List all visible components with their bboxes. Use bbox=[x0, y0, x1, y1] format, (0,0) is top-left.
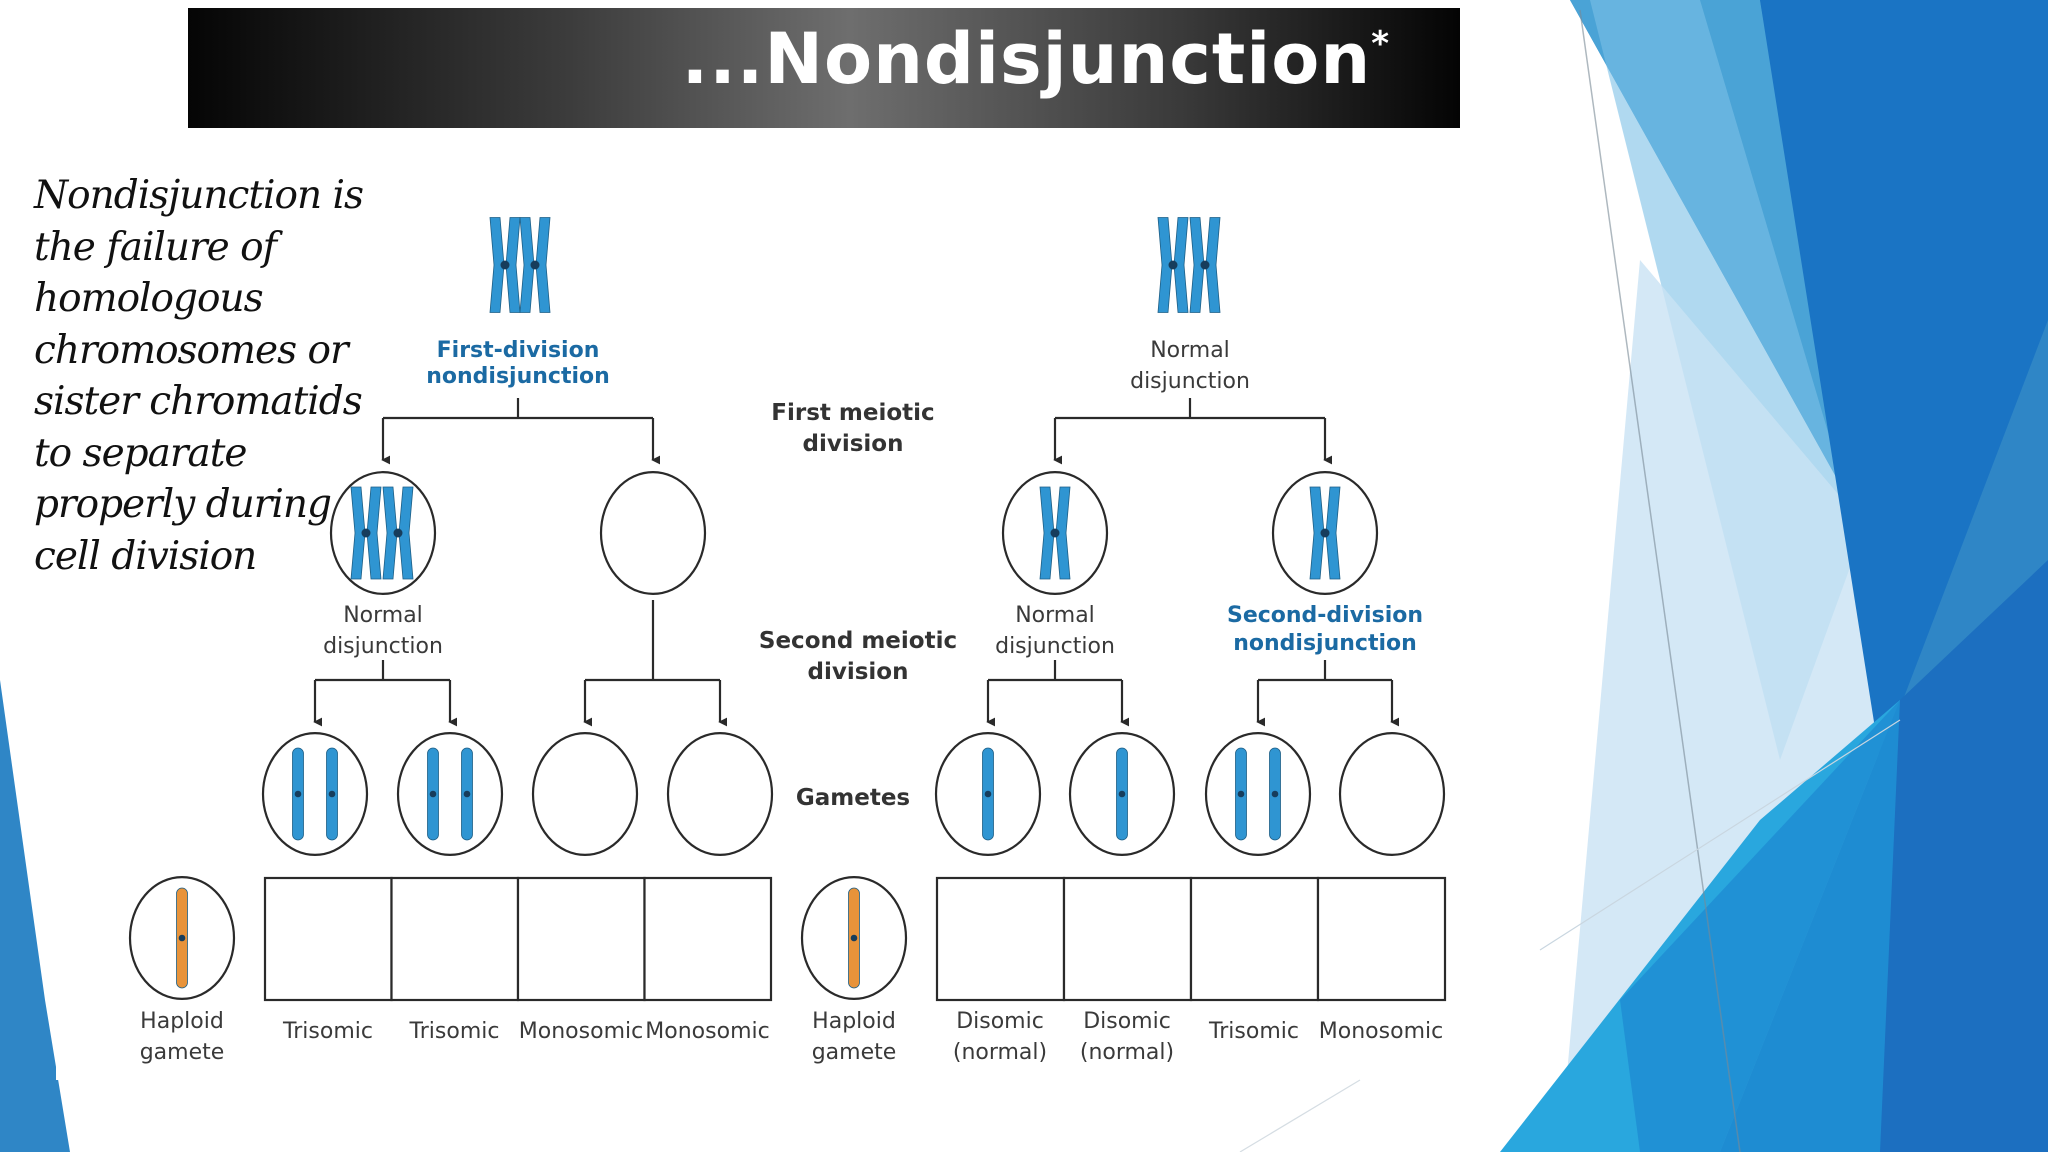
centromere bbox=[984, 790, 992, 798]
title-asterisk: * bbox=[1371, 24, 1390, 64]
right-mid-left-label: Normal bbox=[1015, 603, 1095, 628]
result-box bbox=[643, 876, 773, 1002]
right-top-label: disjunction bbox=[1130, 369, 1250, 394]
cell-circle bbox=[1204, 732, 1312, 856]
centromere bbox=[1200, 260, 1210, 270]
centromere bbox=[429, 790, 437, 798]
centromere bbox=[1320, 528, 1330, 538]
centromere bbox=[500, 260, 510, 270]
first-meiotic-division-label: division bbox=[803, 431, 904, 457]
right-haploid-label: gamete bbox=[812, 1040, 897, 1065]
left-result-label: Trisomic bbox=[409, 1019, 500, 1044]
left-haploid-label: Haploid bbox=[140, 1009, 224, 1034]
gametes-label: Gametes bbox=[796, 785, 910, 811]
centromere bbox=[1271, 790, 1279, 798]
second-meiotic-division-label: Second meiotic bbox=[759, 628, 957, 654]
x-chromosome bbox=[519, 217, 551, 313]
centromere bbox=[1050, 528, 1060, 538]
result-box bbox=[1062, 876, 1193, 1002]
chromatid bbox=[1039, 486, 1055, 580]
result-boxes bbox=[263, 876, 1447, 1002]
right-mid-right-label: nondisjunction bbox=[1233, 631, 1417, 656]
left-haploid-label: gamete bbox=[140, 1040, 225, 1065]
decor-line bbox=[1579, 9, 1741, 1152]
right-result-label: Disomic bbox=[1083, 1009, 1171, 1034]
chromatid bbox=[519, 217, 535, 313]
centromere bbox=[1168, 260, 1178, 270]
cell-circle bbox=[666, 732, 774, 856]
centromere bbox=[178, 934, 186, 942]
x-chromosome bbox=[382, 486, 414, 580]
decor-shape bbox=[0, 680, 70, 1152]
right-haploid-label: Haploid bbox=[812, 1009, 896, 1034]
result-box bbox=[263, 876, 393, 1002]
right-mid-left-label: disjunction bbox=[995, 634, 1115, 659]
centromere bbox=[328, 790, 336, 798]
x-chromosome bbox=[350, 486, 382, 580]
right-result-label: Trisomic bbox=[1208, 1019, 1299, 1044]
right-result-label: Disomic bbox=[956, 1009, 1044, 1034]
left-result-label: Monosomic bbox=[519, 1019, 643, 1044]
cell-circle bbox=[396, 732, 504, 856]
centromere bbox=[294, 790, 302, 798]
right-top-label: Normal bbox=[1150, 338, 1230, 363]
left-mid-label: disjunction bbox=[323, 634, 443, 659]
labels: First-divisionnondisjunctionNormaldisjun… bbox=[140, 338, 1443, 1065]
centromere bbox=[1118, 790, 1126, 798]
result-box bbox=[1316, 876, 1447, 1002]
chromatid bbox=[382, 486, 398, 580]
centromere bbox=[463, 790, 471, 798]
right-result-label: (normal) bbox=[1080, 1040, 1174, 1065]
result-box bbox=[390, 876, 520, 1002]
right-result-label: (normal) bbox=[953, 1040, 1047, 1065]
decor-shape bbox=[1560, 260, 1880, 1152]
x-chromosome bbox=[1309, 486, 1341, 580]
right-mid-right-label: Second-division bbox=[1227, 603, 1423, 628]
result-box bbox=[516, 876, 646, 1002]
second-meiotic-division-label: division bbox=[808, 659, 909, 685]
decor-shape bbox=[1760, 0, 2048, 760]
chromatid bbox=[1157, 217, 1173, 313]
centromere bbox=[530, 260, 540, 270]
centromere bbox=[850, 934, 858, 942]
chromatid bbox=[1189, 217, 1205, 313]
first-meiotic-division-label: First meiotic bbox=[771, 400, 934, 426]
decor-shape bbox=[1620, 700, 1900, 1152]
result-box bbox=[935, 876, 1066, 1002]
title-bar: ...Nondisjunction* bbox=[188, 8, 1460, 128]
centromere bbox=[361, 528, 371, 538]
decor-shape bbox=[56, 1040, 66, 1080]
cell-circle bbox=[261, 732, 369, 856]
left-top-label: First-division bbox=[437, 338, 600, 363]
left-mid-label: Normal bbox=[343, 603, 423, 628]
decor-line bbox=[1539, 719, 1901, 951]
x-chromosome bbox=[1189, 217, 1221, 313]
definition-text: Nondisjunction is the failure of homolog… bbox=[34, 173, 364, 579]
chromatid bbox=[489, 217, 505, 313]
decor-line bbox=[1239, 1079, 1361, 1152]
tree-lines bbox=[313, 398, 1400, 727]
right-result-label: Monosomic bbox=[1319, 1019, 1443, 1044]
cell-circle bbox=[531, 732, 639, 856]
centromere bbox=[393, 528, 403, 538]
title-text: ...Nondisjunction bbox=[681, 18, 1372, 100]
x-chromosome bbox=[489, 217, 521, 313]
cell-circle bbox=[1338, 732, 1446, 856]
chromatid bbox=[1309, 486, 1325, 580]
left-result-label: Trisomic bbox=[282, 1019, 373, 1044]
x-chromosome bbox=[1157, 217, 1189, 313]
cell-circle bbox=[599, 471, 707, 595]
centromere bbox=[1237, 790, 1245, 798]
x-chromosome bbox=[1039, 486, 1071, 580]
left-top-label: nondisjunction bbox=[426, 364, 610, 389]
slide-title: ...Nondisjunction* bbox=[682, 18, 1390, 100]
chromatid bbox=[350, 486, 366, 580]
result-box bbox=[1189, 876, 1320, 1002]
left-result-label: Monosomic bbox=[645, 1019, 769, 1044]
